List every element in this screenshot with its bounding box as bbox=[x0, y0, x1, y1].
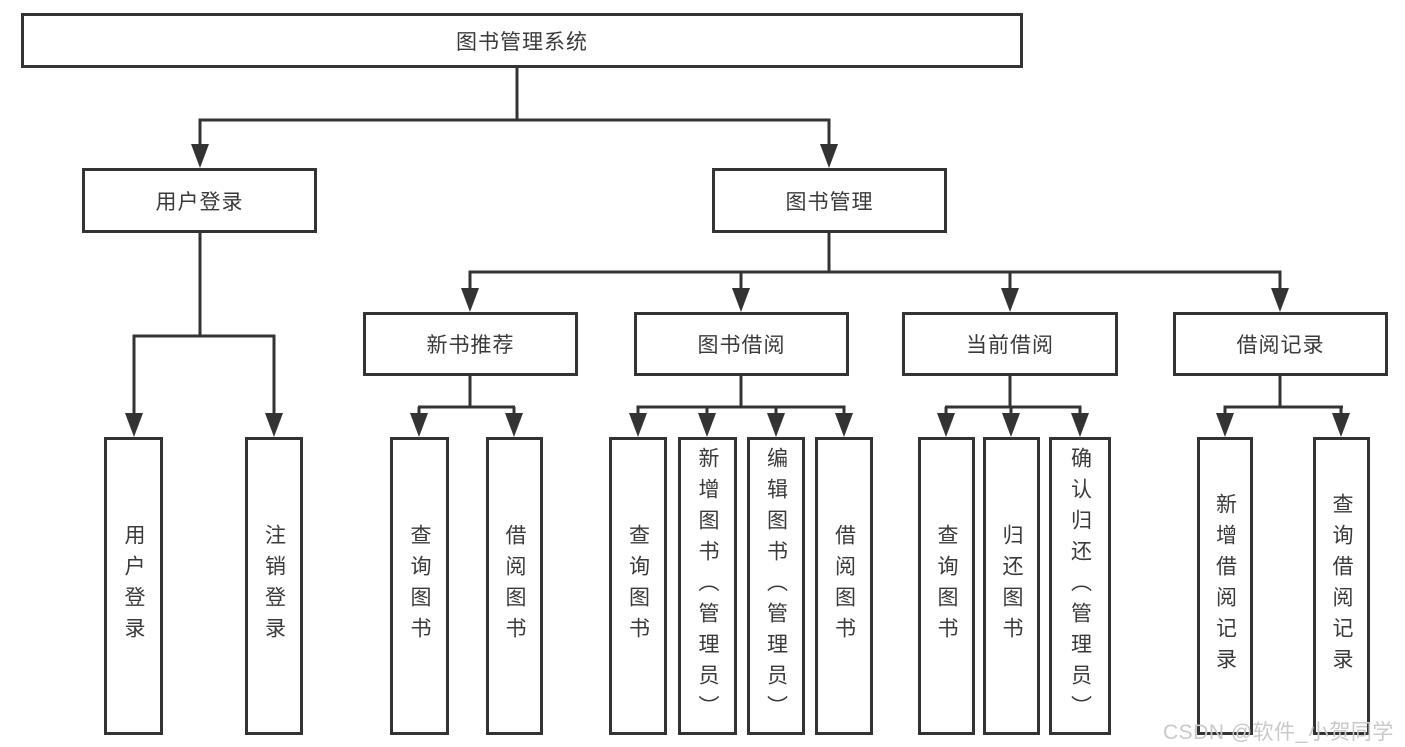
leaf-query-books-current: 查询图书 bbox=[918, 437, 975, 735]
node-book-borrowing: 图书借阅 bbox=[634, 312, 849, 376]
leaf-user-login-label: 用户登录 bbox=[122, 524, 145, 648]
leaf-return-book-label: 归还图书 bbox=[1000, 524, 1023, 648]
connector-user-login-branch bbox=[125, 233, 283, 437]
leaf-borrow-books-recommend-label: 借阅图书 bbox=[503, 524, 526, 648]
leaf-edit-book-admin-label: 编辑图书（管理员） bbox=[764, 446, 788, 726]
node-root: 图书管理系统 bbox=[21, 13, 1023, 68]
connector-current-borrowing-branch bbox=[937, 376, 1089, 437]
leaf-edit-book-admin: 编辑图书（管理员） bbox=[747, 437, 805, 735]
leaf-logout: 注销登录 bbox=[245, 437, 303, 735]
leaf-query-books-recommend-label: 查询图书 bbox=[408, 524, 431, 648]
connector-new-book-branch bbox=[410, 376, 523, 437]
leaf-add-book-admin: 新增图书（管理员） bbox=[678, 437, 737, 735]
leaf-borrow-books-borrowing: 借阅图书 bbox=[815, 437, 873, 735]
node-new-book-recommendation: 新书推荐 bbox=[363, 312, 578, 376]
leaf-query-books-borrowing-label: 查询图书 bbox=[626, 524, 650, 648]
connector-root-to-level2 bbox=[191, 68, 838, 168]
connector-book-borrowing-branch bbox=[629, 376, 853, 437]
leaf-add-borrow-record-label: 新增借阅记录 bbox=[1213, 493, 1237, 679]
node-book-management: 图书管理 bbox=[712, 168, 947, 233]
leaf-borrow-books-borrowing-label: 借阅图书 bbox=[832, 524, 856, 648]
leaf-query-borrow-record: 查询借阅记录 bbox=[1313, 437, 1370, 735]
leaf-query-borrow-record-label: 查询借阅记录 bbox=[1330, 493, 1353, 679]
leaf-query-books-borrowing: 查询图书 bbox=[609, 437, 667, 735]
watermark: CSDN @软件_小贺同学 bbox=[1163, 721, 1394, 744]
leaf-user-login: 用户登录 bbox=[104, 437, 163, 735]
leaf-borrow-books-recommend: 借阅图书 bbox=[486, 437, 543, 735]
leaf-add-borrow-record: 新增借阅记录 bbox=[1197, 437, 1253, 735]
leaf-logout-label: 注销登录 bbox=[262, 524, 286, 648]
connector-borrowing-records-branch bbox=[1216, 376, 1350, 437]
leaf-add-book-admin-label: 新增图书（管理员） bbox=[696, 446, 719, 726]
leaf-query-books-recommend: 查询图书 bbox=[390, 437, 449, 735]
node-current-borrowing: 当前借阅 bbox=[902, 312, 1118, 376]
leaf-confirm-return-admin-label: 确认归还（管理员） bbox=[1068, 446, 1092, 726]
connector-book-management-branch bbox=[461, 233, 1289, 312]
leaf-confirm-return-admin: 确认归还（管理员） bbox=[1049, 437, 1111, 735]
leaf-return-book: 归还图书 bbox=[983, 437, 1040, 735]
node-user-login: 用户登录 bbox=[82, 168, 317, 233]
leaf-query-books-current-label: 查询图书 bbox=[935, 524, 958, 648]
node-borrowing-records: 借阅记录 bbox=[1173, 312, 1388, 376]
